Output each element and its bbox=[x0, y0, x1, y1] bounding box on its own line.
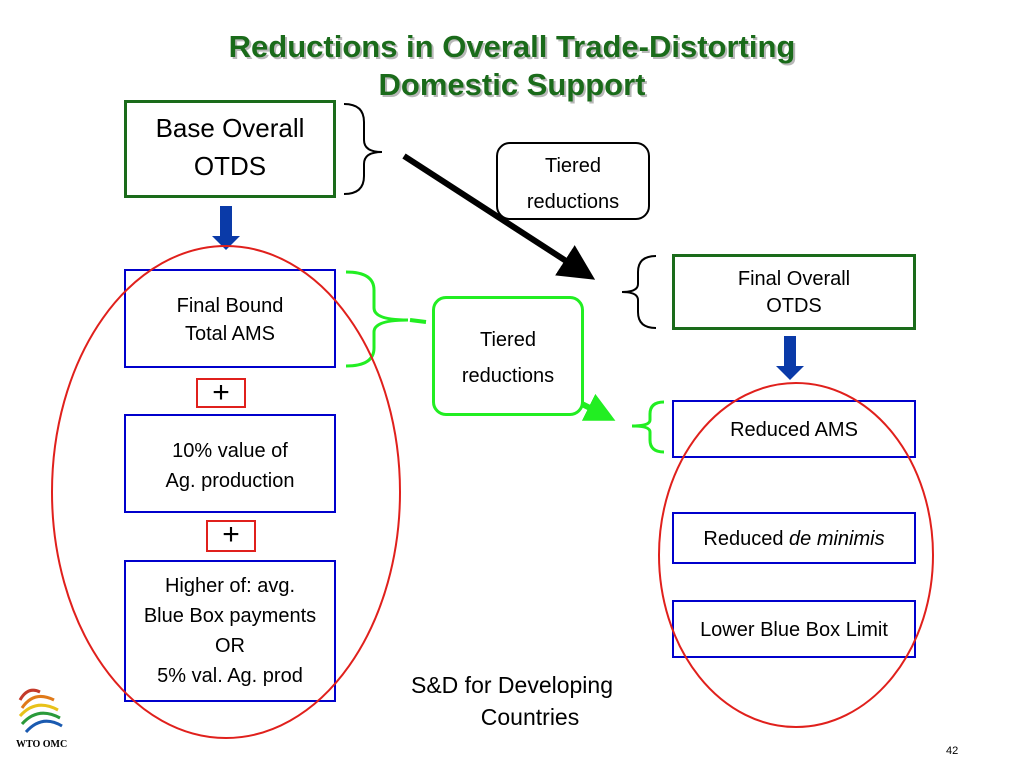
reduced-de-minimis-label: Reduced de minimis bbox=[662, 527, 926, 551]
tiered-top-line2: reductions bbox=[526, 191, 620, 213]
sd-note-line1: S&D for Developing bbox=[411, 672, 613, 698]
blue-down-arrow-left-shaft bbox=[220, 206, 232, 238]
higher-of-line2: Blue Box payments bbox=[143, 605, 317, 627]
higher-of-line3: OR bbox=[215, 635, 245, 657]
tiered-mid-line1: Tiered bbox=[480, 329, 536, 351]
higher-of-line1: Higher of: avg. bbox=[164, 575, 296, 597]
wto-logo-text: WTO OMC bbox=[16, 739, 68, 750]
final-overall-label: Final Overall bbox=[737, 268, 851, 290]
slide-title-line1: Reductions in Overall Trade-Distorting bbox=[228, 29, 796, 64]
lower-blue-box-limit-label: Lower Blue Box Limit bbox=[700, 619, 888, 641]
plus-sign-2: + bbox=[206, 520, 256, 552]
reduced-ams-box: Reduced AMS bbox=[672, 400, 916, 458]
green-brace-left bbox=[631, 400, 665, 454]
final-bound-line1: Final Bound bbox=[176, 295, 284, 317]
green-brace-right bbox=[345, 270, 409, 368]
blue-down-arrow-right-head bbox=[776, 366, 804, 380]
sd-note-line2: Countries bbox=[480, 704, 580, 730]
higher-of-line4: 5% val. Ag. prod bbox=[157, 665, 303, 687]
base-overall-label: Base Overall bbox=[155, 113, 305, 143]
final-otds-label: OTDS bbox=[766, 295, 822, 317]
wto-logo-icon bbox=[18, 688, 63, 734]
slide-title-line2: Domestic Support bbox=[378, 67, 646, 102]
ten-percent-line1: 10% value of bbox=[172, 440, 288, 462]
tiered-reductions-top-box: Tiered reductions bbox=[496, 142, 650, 220]
blue-down-arrow-right-shaft bbox=[784, 336, 796, 368]
final-bound-line2: Total AMS bbox=[184, 323, 276, 345]
base-otds-label: OTDS bbox=[193, 151, 267, 181]
base-brace bbox=[343, 103, 383, 195]
page-number: 42 bbox=[946, 745, 959, 757]
tiered-reductions-mid-box: Tiered reductions bbox=[432, 296, 584, 416]
plus-sign-1: + bbox=[196, 378, 246, 408]
tiered-mid-line2: reductions bbox=[461, 365, 555, 387]
reduced-ams-label: Reduced AMS bbox=[730, 419, 858, 441]
base-overall-otds-box: Base Overall OTDS bbox=[124, 100, 336, 198]
green-arrow-to-reduced bbox=[580, 393, 616, 421]
reduced-prefix: Reduced bbox=[703, 528, 790, 550]
blue-down-arrow-left-head bbox=[212, 236, 240, 250]
final-overall-otds-box: Final Overall OTDS bbox=[672, 254, 916, 330]
ten-percent-line2: Ag. production bbox=[165, 470, 295, 492]
final-overall-brace bbox=[621, 255, 657, 329]
de-minimis-italic: de minimis bbox=[789, 528, 885, 550]
final-bound-total-ams-box: Final Bound Total AMS bbox=[124, 269, 336, 368]
green-dash-to-tiered bbox=[409, 318, 427, 324]
tiered-top-line1: Tiered bbox=[545, 155, 601, 177]
ten-percent-ag-production-box: 10% value of Ag. production bbox=[124, 414, 336, 513]
